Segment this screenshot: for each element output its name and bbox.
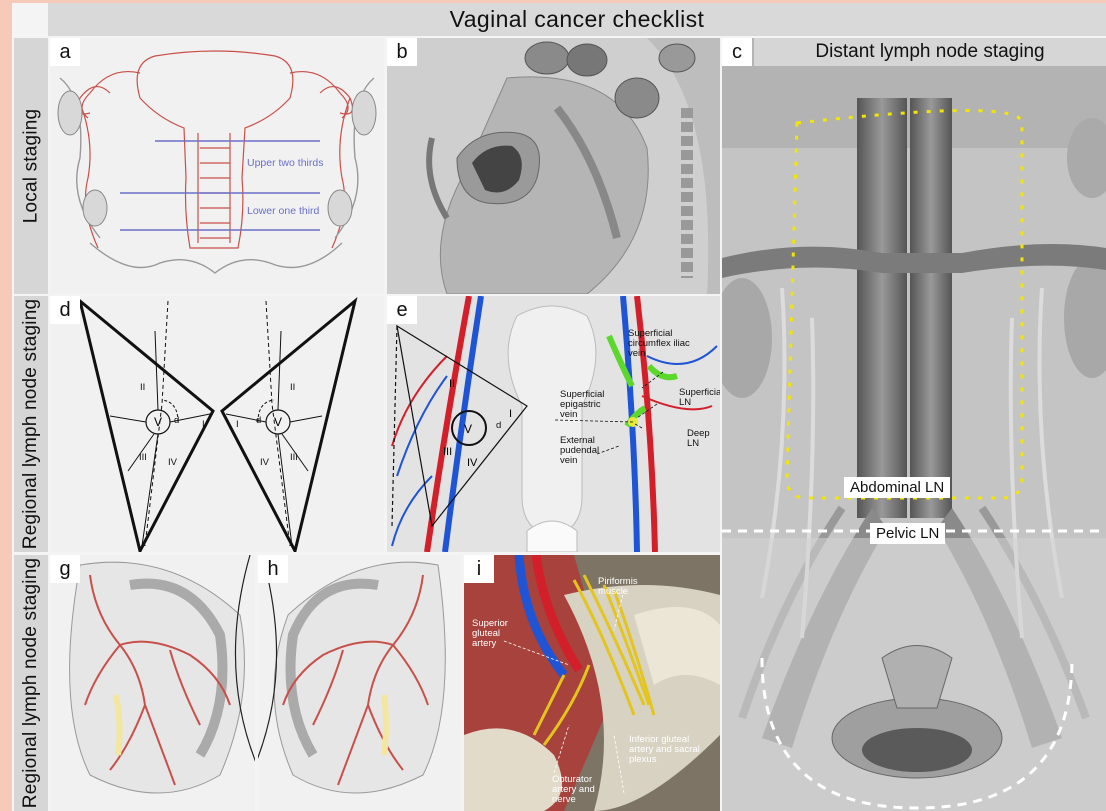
zone-IV-left: IV [168,458,177,468]
panel-g-letter: g [50,555,80,583]
inguinal-zones-diagram [50,296,384,552]
inferior-gluteal-label: Inferior gluteal artery and sacral plexu… [629,735,705,765]
panel-e: e Superficial circumflex iliac vein Supe… [387,296,720,552]
gluteal-anatomy-illustration [464,555,720,811]
panel-h-letter: h [258,555,288,583]
zone-V-left: V [154,415,162,429]
zone-II-right: II [290,383,295,393]
row-label-local: Local staging [14,38,48,294]
panel-c: c Distant lymph node staging Abdominal L… [722,38,1106,811]
zone-I-left: I [202,420,205,430]
superficial-epigastric-vein-label: Superficial epigastric vein [560,390,620,420]
pelvic-ln-label: Pelvic LN [870,523,945,544]
deep-ln-label: Deep LN [687,429,717,449]
row-label-local-text: Local staging [20,109,42,224]
upper-two-thirds-label: Upper two thirds [247,157,323,169]
sagittal-pelvis-illustration [387,38,720,294]
superficial-ln-label: Superficial LN [679,388,720,408]
panel-b-letter: b [387,38,417,66]
left-accent-bar [0,0,12,811]
circumflex-iliac-vein-label: Superficial circumflex iliac vein [628,329,708,359]
zone-III-right: III [290,453,298,463]
external-pudendal-vein-label: External pudendal vein [560,436,612,466]
figure-title: Vaginal cancer checklist [450,6,705,33]
zone-III-e: III [443,446,452,458]
pelvic-nodes-right-illustration [258,555,462,811]
piriformis-label: Piriformis muscle [598,577,654,597]
panel-e-letter: e [387,296,417,324]
uterus-illustration [50,38,384,294]
distant-lymph-node-illustration [722,38,1106,811]
lower-one-third-label: Lower one third [247,205,319,217]
row-label-regional-1-text: Regional lymph node staging [20,299,42,549]
panel-c-letter: c [722,38,752,66]
panel-a-letter: a [50,38,80,66]
panel-d-letter: d [50,296,80,324]
zone-V-e: V [464,422,472,436]
angle-d-left: d [174,416,179,426]
panel-i-letter: i [464,555,494,583]
zone-V-right: V [274,415,282,429]
panel-h: h [258,555,462,811]
superior-gluteal-artery-label: Superior gluteal artery [472,619,520,649]
panel-a: a Upper two thirds Lower one third [50,38,384,294]
angle-d-e: d [496,421,501,431]
zone-I-right: I [236,420,239,430]
zone-IV-right: IV [260,458,269,468]
row-label-regional-2: Regional lymph node staging [14,555,48,811]
panel-b: b [387,38,720,294]
angle-d-right: d [256,416,261,426]
pelvic-nodes-left-illustration [50,555,255,811]
row-label-regional-1: Regional lymph node staging [14,296,48,552]
zone-II-left: II [140,383,145,393]
zone-I-e: I [509,408,512,420]
obturator-label: Obturator artery and nerve [552,775,614,805]
panel-c-title: Distant lymph node staging [754,38,1106,66]
zone-III-left: III [139,453,147,463]
panel-d: d II III IV I V d II III IV I V d [50,296,384,552]
panel-g: g [50,555,255,811]
zone-II-e: II [449,378,455,390]
abdominal-ln-label: Abdominal LN [844,477,950,498]
panel-i: i Piriformis muscle Superior gluteal art… [464,555,720,811]
zone-IV-e: IV [467,457,477,469]
title-bar: Vaginal cancer checklist [48,3,1106,36]
row-label-regional-2-text: Regional lymph node staging [20,558,42,808]
